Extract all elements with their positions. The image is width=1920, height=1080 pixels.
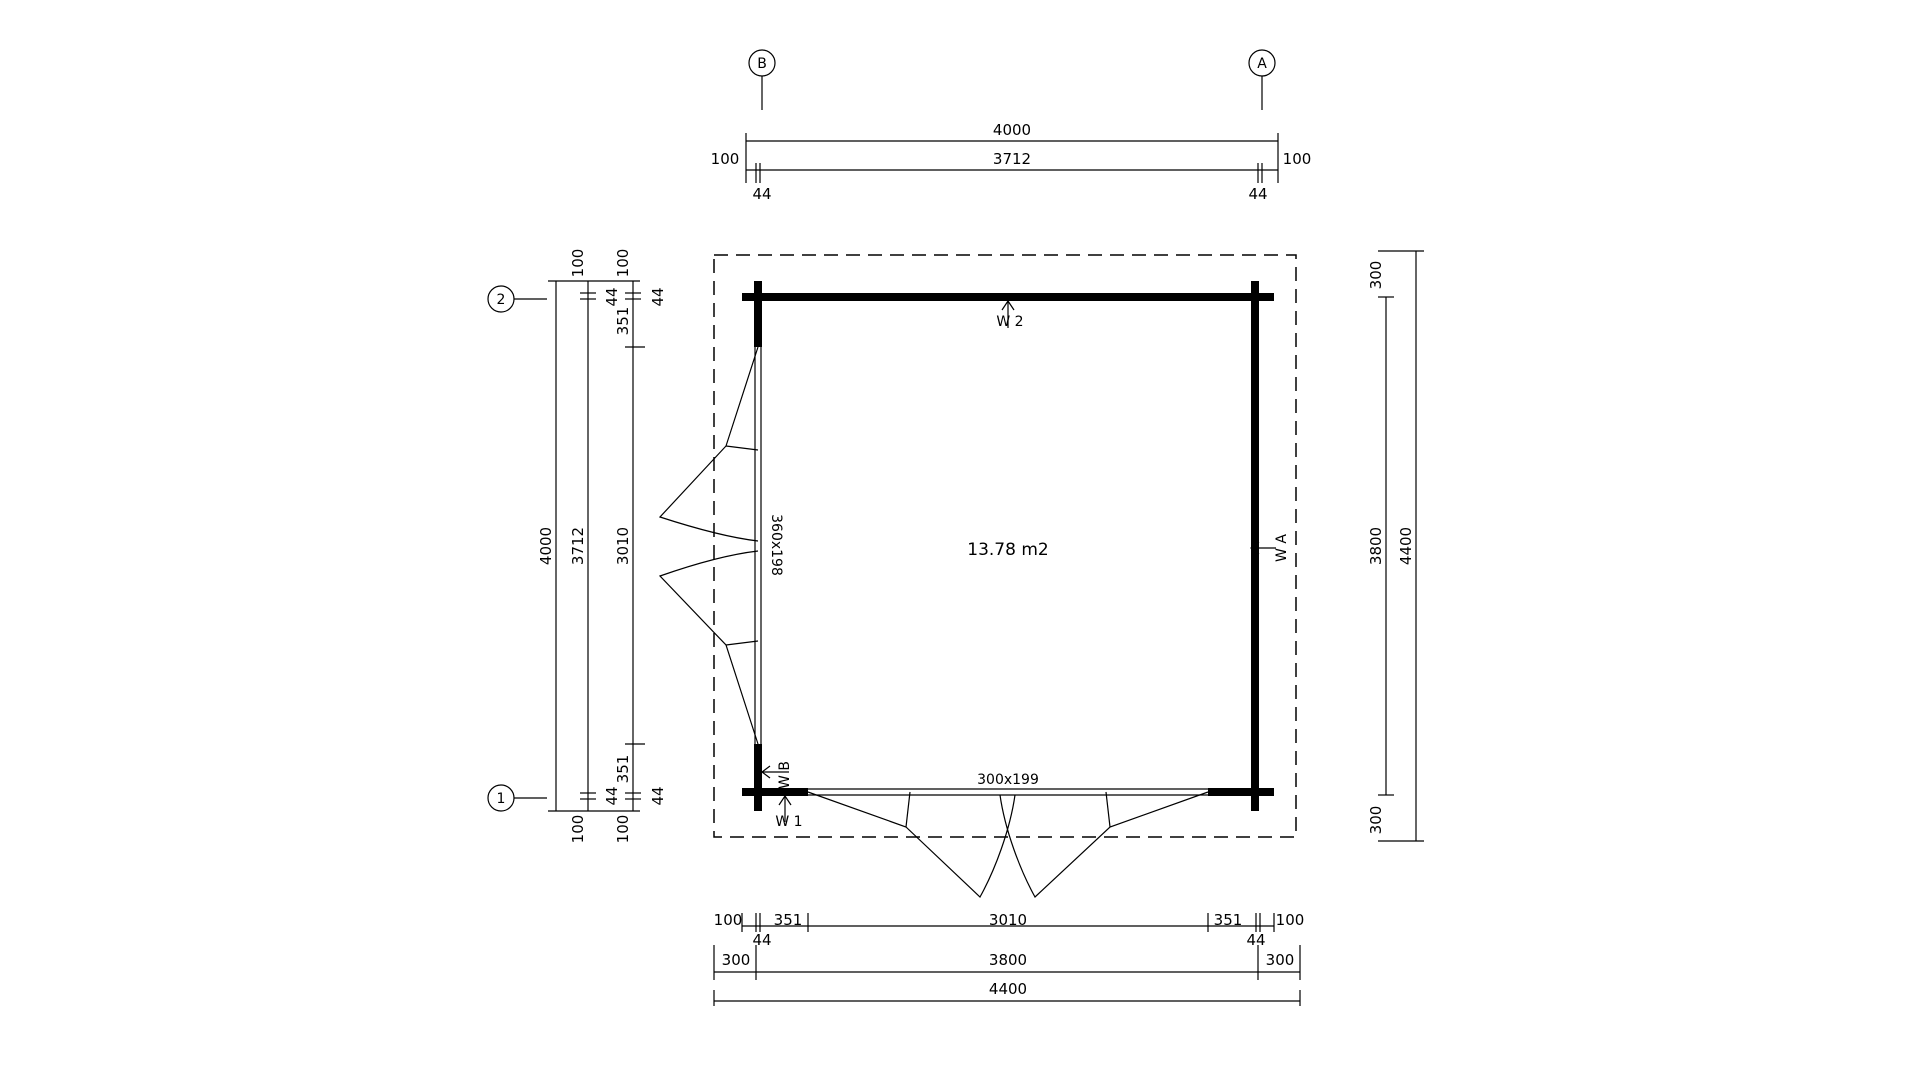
bottom-dim-overhang-right: 300 bbox=[1266, 951, 1295, 969]
left-dim-top-wall: 44 bbox=[603, 287, 621, 306]
left-dim-door: 3010 bbox=[614, 527, 632, 565]
left-dim-overall: 4000 bbox=[537, 527, 555, 565]
bottom-dim-end-left: 100 bbox=[714, 911, 743, 929]
axis-label-B: B bbox=[757, 56, 767, 72]
top-dim-inner: 3712 bbox=[993, 150, 1031, 168]
left-dim-top-end: 100 bbox=[569, 249, 587, 278]
bottom-dimensions bbox=[713, 913, 1301, 1006]
floor-area-label: 13.78 m2 bbox=[967, 540, 1048, 560]
left-dim-top-pier: 351 bbox=[614, 307, 632, 336]
left-dim-bottom-wall-2: 44 bbox=[649, 786, 667, 805]
bottom-dim-overhang-left: 300 bbox=[722, 951, 751, 969]
right-dim-top-overhang: 300 bbox=[1367, 261, 1385, 290]
left-dimensions bbox=[548, 280, 645, 812]
right-dim-floor: 3800 bbox=[1367, 527, 1385, 565]
top-dim-end-left: 100 bbox=[711, 150, 740, 168]
side-door-size-label: 360x198 bbox=[768, 514, 784, 576]
left-dim-top-end-2: 100 bbox=[614, 249, 632, 278]
front-double-door-swing bbox=[807, 791, 1209, 898]
top-dim-wall-left: 44 bbox=[752, 185, 771, 203]
top-dim-end-right: 100 bbox=[1283, 150, 1312, 168]
top-dim-wall-right: 44 bbox=[1248, 185, 1267, 203]
right-dim-bottom-overhang: 300 bbox=[1367, 806, 1385, 835]
left-dim-top-wall-2: 44 bbox=[649, 287, 667, 306]
wall-label-w2: W 2 bbox=[996, 314, 1023, 330]
bottom-dim-door: 3010 bbox=[989, 911, 1027, 929]
left-dim-bottom-end-2: 100 bbox=[614, 815, 632, 844]
top-dimensions bbox=[745, 133, 1279, 183]
axis-label-2: 2 bbox=[497, 292, 506, 308]
left-dim-bottom-wall: 44 bbox=[603, 786, 621, 805]
wall-label-wB: W B bbox=[777, 761, 793, 789]
wall-label-w1: W 1 bbox=[775, 814, 802, 830]
left-dim-bottom-pier: 351 bbox=[614, 755, 632, 784]
bottom-dim-pier-right: 351 bbox=[1214, 911, 1243, 929]
left-double-door-swing bbox=[658, 346, 759, 745]
left-dim-inner: 3712 bbox=[569, 527, 587, 565]
bottom-dim-pier-left: 351 bbox=[774, 911, 803, 929]
walls bbox=[742, 281, 1274, 811]
axis-label-1: 1 bbox=[497, 791, 506, 807]
right-dim-overall: 4400 bbox=[1397, 527, 1415, 565]
bottom-dim-overall: 4400 bbox=[989, 980, 1027, 998]
front-door-size-label: 300x199 bbox=[977, 772, 1039, 788]
bottom-dim-wall-right: 44 bbox=[1246, 931, 1265, 949]
axis-label-A: A bbox=[1257, 56, 1267, 72]
left-dim-bottom-end: 100 bbox=[569, 815, 587, 844]
wall-markers bbox=[761, 299, 1276, 822]
right-dimensions bbox=[1378, 250, 1424, 842]
bottom-dim-wall-left: 44 bbox=[752, 931, 771, 949]
bottom-dim-floor: 3800 bbox=[989, 951, 1027, 969]
top-dim-overall: 4000 bbox=[993, 121, 1031, 139]
wall-label-wA: W A bbox=[1274, 534, 1290, 562]
axis-markers bbox=[487, 49, 1276, 812]
door-frames bbox=[754, 347, 1208, 796]
bottom-dim-end-right: 100 bbox=[1276, 911, 1305, 929]
